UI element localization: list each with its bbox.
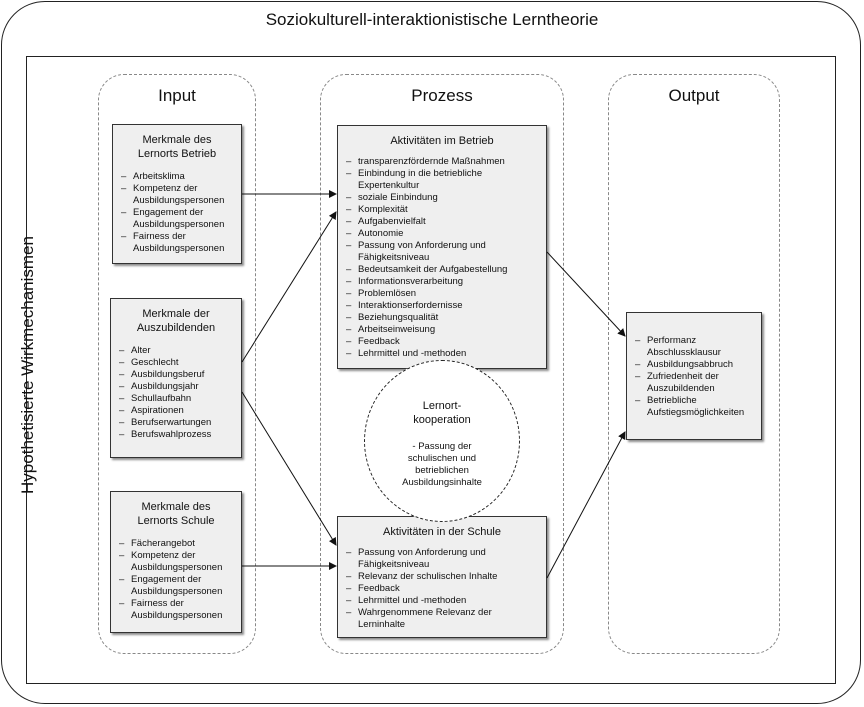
circle-title: Lernort-kooperation [413,400,471,426]
list-item: Schullaufbahn [119,393,233,405]
list-item: Feedback [346,583,538,595]
list-item: Lehrmittel und -methoden [346,595,538,607]
box-title: Merkmale des Lernorts Schule [137,501,215,527]
list-item: Engagement der Ausbildungspersonen [121,207,233,231]
list-item: Fairness der Ausbildungspersonen [121,231,233,255]
list-item: Geschlecht [119,357,233,369]
list-item: Berufserwartungen [119,417,233,429]
list-item: Wahrgenommene Relevanz der Lerninhalte [346,607,538,631]
box-title: Aktivitäten in der Schule [382,526,501,538]
lane-output [608,74,780,654]
box-aktivitaeten-schule: Aktivitäten in der Schule Passung von An… [337,516,547,638]
box-auszubildende: Merkmale der Auszubildenden Alter Geschl… [110,298,242,458]
circle-text: - Passung der schulischen und betrieblic… [402,441,482,488]
list-item: Passung von Anforderung und Fähigkeitsni… [346,547,538,571]
lernortkooperation-circle: Lernort-kooperation - Passung der schuli… [364,360,520,522]
list-item: Berufswahlprozess [119,429,233,441]
list-item: Fairness der Ausbildungspersonen [119,598,233,622]
list-item: Aufgabenvielfalt [346,216,538,228]
list-item: Komplexität [346,204,538,216]
list-item: Zufriedenheit der Auszubildenden [635,371,753,395]
list-item: Engagement der Ausbildungspersonen [119,574,233,598]
list-item: Einbindung in die betriebliche Expertenk… [346,168,538,192]
list-item: Kompetenz der Ausbildungspersonen [119,550,233,574]
arrow-aktivitaeten-betrieb-to-output [546,251,626,337]
arrow-auszubildende-to-aktivitaeten-schule [241,391,337,546]
list-item: Alter [119,345,233,357]
list-item: Ausbildungsabbruch [635,359,753,371]
list-item: Ausbildungsjahr [119,381,233,393]
list-item: Ausbildungsberuf [119,369,233,381]
lane-process [320,74,564,654]
list-item: Arbeitseinweisung [346,324,538,336]
diagram-title: Soziokulturell-interaktionistische Lernt… [265,10,599,29]
list-item: transparenzfördernde Maßnahmen [346,156,538,168]
box-title: Merkmale der Auszubildenden [136,308,216,334]
list-item: Betriebliche Aufstiegsmöglichkeiten [635,395,753,419]
list-item: Performanz Abschlussklausur [635,335,753,359]
list-item: Bedeutsamkeit der Aufgabestellung [346,264,538,276]
box-aktivitaeten-betrieb: Aktivitäten im Betrieb transparenzförder… [337,125,547,369]
arrow-aktivitaeten-schule-to-output [546,431,626,579]
list-item: Informationsverarbeitung [346,276,538,288]
lane-input [98,74,256,654]
list-item: Interaktionserfordernisse [346,300,538,312]
box-lernort-betrieb: Merkmale des Lernorts Betrieb Arbeitskli… [112,124,242,264]
list-item: Feedback [346,336,538,348]
box-output: Performanz Abschlussklausur Ausbildungsa… [626,312,762,440]
list-item: Aspirationen [119,405,233,417]
box-title: Merkmale des Lernorts Betrieb [137,134,217,160]
lane-title-input: Input [158,86,196,105]
lane-title-output: Output [668,86,720,105]
lane-title-process: Prozess [411,86,473,105]
list-item: Passung von Anforderung und Fähigkeitsni… [346,240,538,264]
list-item: Arbeitsklima [121,171,233,183]
list-item: Relevanz der schulischen Inhalte [346,571,538,583]
list-item: Fächerangebot [119,538,233,550]
box-lernort-schule: Merkmale des Lernorts Schule Fächerangeb… [110,491,242,633]
list-item: Kompetenz der Ausbildungspersonen [121,183,233,207]
box-title: Aktivitäten im Betrieb [390,135,494,147]
list-item: Problemlösen [346,288,538,300]
list-item: Beziehungsqualität [346,312,538,324]
list-item: Autonomie [346,228,538,240]
list-item: Lehrmittel und -methoden [346,348,538,360]
arrow-auszubildende-to-aktivitaeten-betrieb [241,211,337,363]
list-item: soziale Einbindung [346,192,538,204]
